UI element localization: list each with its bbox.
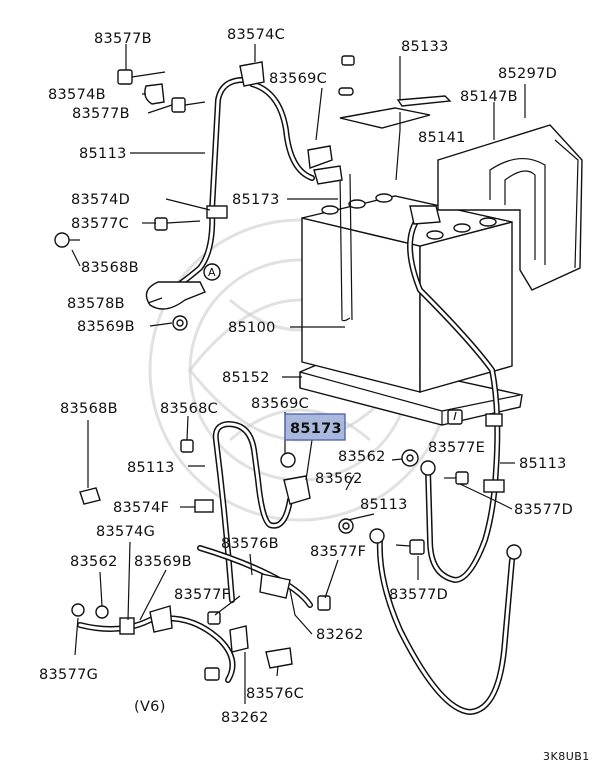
label-85113-top[interactable]: 85113 [79, 146, 127, 162]
bolts-top-left[interactable] [54, 69, 206, 248]
fasteners-lower[interactable] [71, 439, 469, 625]
label-83576C[interactable]: 83576C [246, 686, 304, 702]
label-83578B[interactable]: 83578B [67, 296, 125, 312]
label-83562-b[interactable]: 83562 [315, 471, 363, 487]
label-83569B-top[interactable]: 83569B [77, 319, 135, 335]
label-85152[interactable]: 85152 [222, 370, 270, 386]
label-83577F-b[interactable]: 83577F [174, 587, 230, 603]
label-83574F[interactable]: 83574F [113, 500, 169, 516]
upper-battery-cable[interactable] [145, 61, 343, 331]
battery-hold-down-clamp[interactable] [338, 55, 452, 322]
label-83577B-mid[interactable]: 83577B [72, 106, 130, 122]
label-83576B[interactable]: 83576B [221, 536, 279, 552]
label-83577D-a[interactable]: 83577D [514, 502, 573, 518]
label-83262-b[interactable]: 83262 [221, 710, 269, 726]
label-83568C[interactable]: 83568C [160, 401, 218, 417]
label-83569B-low[interactable]: 83569B [134, 554, 192, 570]
label-83574C[interactable]: 83574C [227, 27, 285, 43]
lower-cables-v6[interactable] [77, 421, 522, 715]
part-labels: 83577B 83574C 85133 85297D 83574B 83569C… [39, 27, 590, 763]
label-83577E[interactable]: 83577E [428, 440, 485, 456]
label-83577G[interactable]: 83577G [39, 667, 98, 683]
label-85173-top[interactable]: 85173 [232, 192, 280, 208]
highlighted-part-box [284, 413, 346, 441]
variant-note: (V6) [134, 699, 166, 715]
label-83569C-low[interactable]: 83569C [251, 396, 309, 412]
label-83577C[interactable]: 83577C [71, 216, 129, 232]
label-83574G[interactable]: 83574G [96, 524, 155, 540]
label-85141[interactable]: 85141 [418, 130, 466, 146]
label-83577D-b[interactable]: 83577D [389, 587, 448, 603]
callout-a-text: A [208, 266, 216, 279]
battery[interactable] [301, 193, 513, 393]
leader-lines [71, 44, 526, 704]
label-83574D[interactable]: 83574D [71, 192, 130, 208]
label-85113-low[interactable]: 85113 [360, 497, 408, 513]
figure-code: 3K8UB1 [543, 750, 590, 763]
label-83262-a[interactable]: 83262 [316, 627, 364, 643]
callout-a-marker: A [203, 263, 221, 281]
label-85133[interactable]: 85133 [401, 39, 449, 55]
label-83562-a[interactable]: 83562 [338, 449, 386, 465]
battery-cover[interactable] [437, 124, 583, 291]
label-85173-highlighted[interactable]: 85173 [290, 421, 342, 437]
label-85297D[interactable]: 85297D [498, 66, 557, 82]
label-83568B-low[interactable]: 83568B [60, 401, 118, 417]
label-85113-mid[interactable]: 85113 [127, 460, 175, 476]
label-85147B[interactable]: 85147B [460, 89, 518, 105]
label-83574B[interactable]: 83574B [48, 87, 106, 103]
label-83562-c[interactable]: 83562 [70, 554, 118, 570]
label-83577B-top[interactable]: 83577B [94, 31, 152, 47]
label-85100[interactable]: 85100 [228, 320, 276, 336]
label-83569C-top[interactable]: 83569C [269, 71, 327, 87]
label-85113-right[interactable]: 85113 [519, 456, 567, 472]
label-83568B[interactable]: 83568B [81, 260, 139, 276]
label-83577F-a[interactable]: 83577F [310, 544, 366, 560]
